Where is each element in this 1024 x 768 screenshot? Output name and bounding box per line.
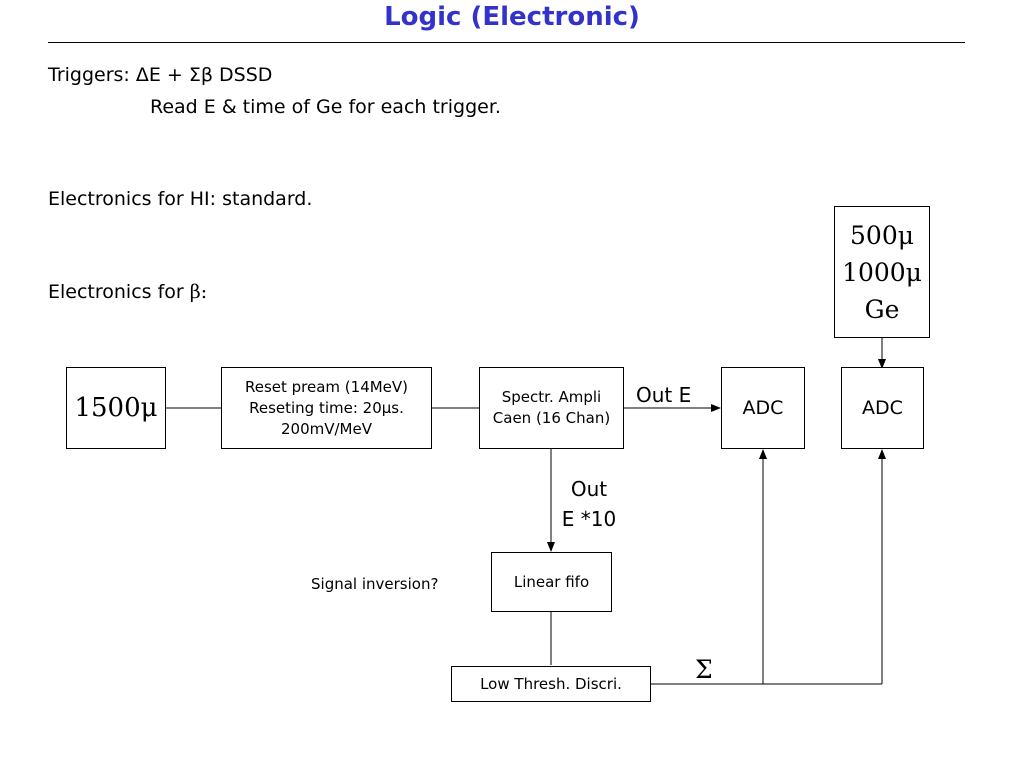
adc-box-1: ADC: [721, 367, 805, 449]
sigma-symbol: Σ: [695, 655, 713, 684]
linear-fifo-box: Linear fifo: [491, 552, 612, 612]
adc-box-2: ADC: [841, 367, 924, 449]
preamp-box: Reset pream (14MeV) Reseting time: 20μs.…: [221, 367, 432, 449]
triggers-formula: ΔE + Σβ DSSD: [135, 64, 273, 86]
detector-1500-box: 1500μ: [66, 367, 166, 449]
signal-inversion-note: Signal inversion?: [311, 575, 439, 593]
beta-symbol: β:: [189, 281, 208, 303]
spectr-ampli-box: Spectr. Ampli Caen (16 Chan): [479, 367, 624, 449]
preamp-line-3: 200mV/MeV: [281, 419, 372, 438]
ge-line-3: Ge: [864, 294, 900, 324]
triggers-line: Triggers: ΔE + Σβ DSSD: [48, 64, 272, 86]
electronics-beta: Electronics for β:: [48, 281, 207, 303]
triggers-detail: Read E & time of Ge for each trigger.: [150, 96, 501, 118]
discri-box: Low Thresh. Discri.: [451, 666, 651, 702]
ampli-line-1: Spectr. Ampli: [501, 388, 602, 406]
out-e10-line-1: Out: [570, 477, 608, 501]
ampli-line-2: Caen (16 Chan): [492, 409, 611, 427]
out-e10-line-2: E *10: [561, 507, 617, 531]
page-title: Logic (Electronic): [384, 2, 640, 32]
triggers-label: Triggers:: [48, 64, 136, 86]
electronics-hi: Electronics for HI: standard.: [48, 188, 313, 210]
title-divider: [48, 42, 965, 43]
out-e10-label: Out E *10: [556, 474, 622, 534]
ge-line-2: 1000μ: [842, 257, 922, 287]
ge-detector-box: 500μ 1000μ Ge: [834, 206, 930, 338]
ge-line-1: 500μ: [850, 220, 914, 250]
preamp-line-1: Reset pream (14MeV): [244, 377, 409, 396]
electronics-beta-label: Electronics for: [48, 281, 190, 303]
preamp-line-2: Reseting time: 20μs.: [249, 398, 404, 417]
out-e-label: Out E: [636, 383, 692, 407]
